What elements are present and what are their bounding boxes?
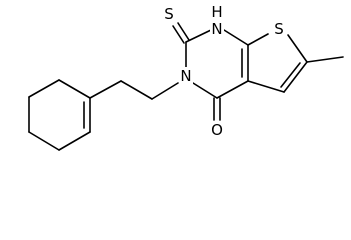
bond-c2-n1	[185, 29, 212, 43]
bond-c6-methyl	[306, 56, 344, 63]
bond-c6-c5	[283, 61, 308, 93]
molecule-drawing: S H N S N O	[28, 3, 344, 151]
bond-c7a-s	[247, 33, 269, 46]
bond-cy-c2-c3	[28, 79, 60, 98]
bond-n3-c4	[192, 82, 218, 99]
structure-canvas: S H N S N O	[28, 3, 344, 151]
bond-n1-c7a	[223, 29, 249, 46]
nh-hydrogen-label: H	[211, 3, 222, 21]
thiophene-sulfur-label: S	[274, 20, 284, 38]
bond-cy-c1-c2	[58, 79, 91, 99]
bond-s-c6	[287, 34, 308, 63]
bond-cy-c4-c5	[28, 131, 60, 151]
bonds	[28, 22, 344, 151]
bond-c6-c5-inner	[280, 62, 301, 88]
bond-cy-c5-c6	[58, 131, 91, 151]
bond-ch2-ch2	[120, 80, 153, 100]
bond-c2-s-double-a	[172, 25, 185, 44]
atom-labels: S H N S N O	[162, 3, 286, 139]
bond-ch2-ring	[89, 80, 122, 99]
carbonyl-oxygen-label: O	[211, 121, 223, 139]
nh-nitrogen-label: N	[211, 20, 222, 38]
ring-nitrogen-label: N	[180, 67, 191, 85]
bond-n3-ch2	[151, 82, 179, 100]
thioxo-sulfur-label: S	[164, 5, 174, 23]
bond-c2-s-double-b	[177, 22, 190, 41]
bond-c5-c4a	[247, 80, 285, 93]
bond-c4-c4a	[216, 80, 249, 99]
